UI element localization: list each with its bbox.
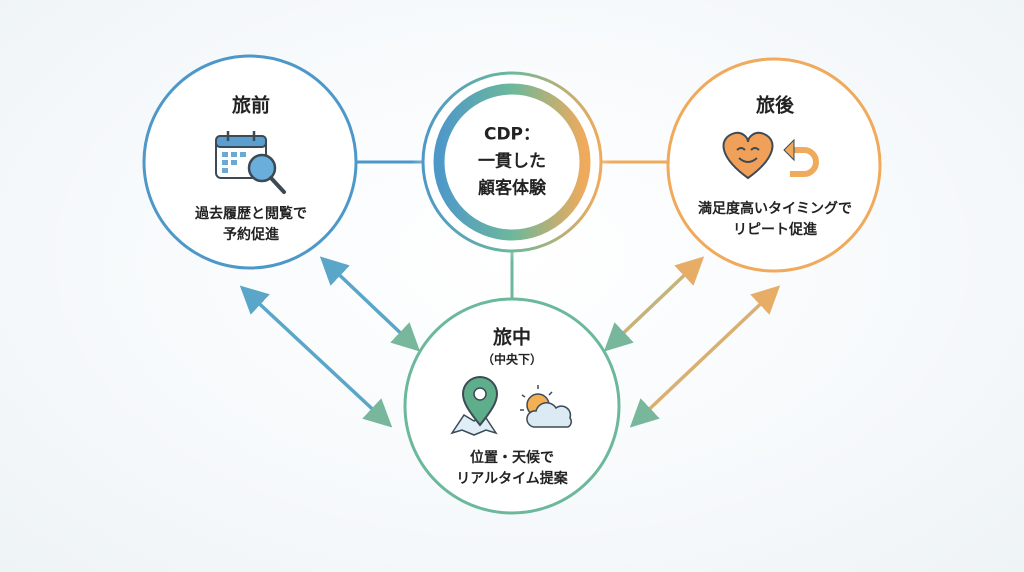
arrow-after-during-inner	[603, 256, 705, 352]
arrow-before-during-inner	[319, 256, 421, 352]
after-desc: 満足度高いタイミングで リピート促進	[698, 199, 852, 241]
center-gradient-ring	[433, 83, 591, 241]
before-desc: 過去履歴と閲覧で 予約促進	[195, 204, 307, 246]
center-line3: 顧客体験	[478, 178, 546, 199]
after-desc-line2: リピート促進	[733, 222, 817, 238]
during-desc-line2: リアルタイム提案	[456, 471, 568, 487]
center-line1: CDP：	[483, 124, 541, 145]
map-pin-weather-icon	[450, 376, 572, 436]
center-label: CDP： 一貫した 顧客体験	[478, 122, 546, 203]
before-desc-line2: 予約促進	[223, 227, 279, 243]
after-title: 旅後	[755, 94, 795, 117]
during-desc: 位置・天候で リアルタイム提案	[456, 448, 568, 490]
during-circle	[403, 297, 621, 515]
after-desc-line1: 満足度高いタイミングで	[698, 201, 852, 217]
during-title: 旅中	[492, 326, 532, 349]
before-title: 旅前	[231, 94, 271, 117]
after-circle	[666, 57, 882, 273]
center-line2: 一貫した	[478, 151, 546, 172]
during-subtitle: （中央下）	[481, 352, 543, 367]
arrow-after-during-outer	[629, 285, 781, 428]
calendar-search-icon	[215, 131, 286, 194]
heart-repeat-icon	[722, 131, 819, 180]
arrow-before-during-outer	[239, 285, 393, 428]
before-desc-line1: 過去履歴と閲覧で	[195, 206, 307, 222]
during-desc-line1: 位置・天候で	[470, 450, 554, 466]
